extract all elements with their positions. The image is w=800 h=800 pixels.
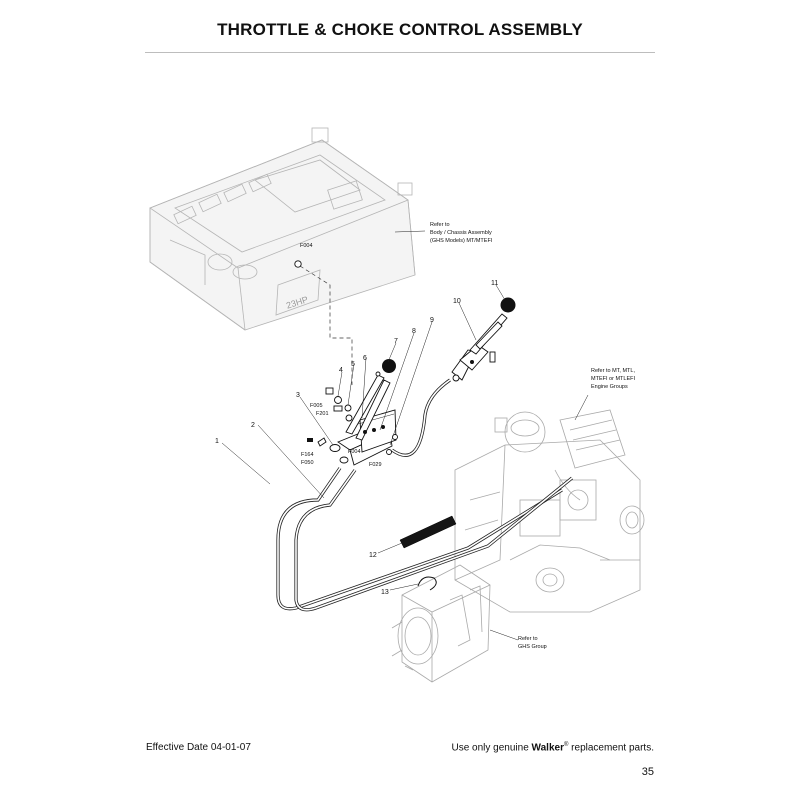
callout-f004-mid: F004 <box>348 449 361 455</box>
choke-knob <box>382 359 396 373</box>
body-chassis-ghost <box>149 127 416 331</box>
effective-date: Effective Date 04-01-07 <box>146 742 251 753</box>
note-body-line-2: Body / Chassis Assembly <box>430 230 492 236</box>
callout-labels: 1 2 3 4 5 6 7 8 9 10 11 12 13 F004 F005 … <box>215 243 498 596</box>
throttle-knob <box>500 297 516 313</box>
note-ghs-line-1: Refer to <box>518 636 538 642</box>
callout-10: 10 <box>453 298 461 305</box>
callout-13: 13 <box>381 589 389 596</box>
cable-sleeve <box>399 515 457 549</box>
reference-notes: Refer to Body / Chassis Assembly (GHS Mo… <box>430 222 635 650</box>
note-engine-line-2: MTEFI or MTLEFI <box>591 376 635 382</box>
callout-12: 12 <box>369 552 377 559</box>
callout-3: 3 <box>296 392 300 399</box>
callout-f029: F029 <box>369 462 382 468</box>
engine-ghost <box>454 409 645 613</box>
callout-f004-top: F004 <box>300 243 313 249</box>
callout-6: 6 <box>363 355 367 362</box>
f004-bolt-top <box>294 260 302 268</box>
note-engine-line-3: Engine Groups <box>591 384 628 390</box>
callout-5: 5 <box>351 361 355 368</box>
callout-f005: F005 <box>310 403 323 409</box>
callout-9: 9 <box>430 317 434 324</box>
note-body-line-1: Refer to <box>430 222 450 228</box>
footer-suffix: replacement parts. <box>571 742 654 754</box>
dashed-leader <box>299 265 353 385</box>
callout-f050: F050 <box>301 460 314 466</box>
page-title: THROTTLE & CHOKE CONTROL ASSEMBLY <box>217 20 583 39</box>
hardware-stack <box>307 387 353 464</box>
note-engine-line-1: Refer to MT, MTL, <box>591 368 635 374</box>
callout-7: 7 <box>394 338 398 345</box>
callout-f201: F201 <box>316 411 329 417</box>
control-cables <box>276 378 574 612</box>
callout-1: 1 <box>215 438 219 445</box>
callout-11: 11 <box>491 280 498 287</box>
footer-notice: Use only genuine Walker® replacement par… <box>451 742 654 753</box>
leader-lines <box>221 230 589 641</box>
title-divider <box>145 52 655 53</box>
footer-reg: ® <box>563 742 569 748</box>
footer-brand: Walker <box>531 742 564 754</box>
callout-4: 4 <box>339 367 343 374</box>
note-body-line-3: (GHS Models) MT/MTEFI <box>430 238 493 244</box>
note-ghs-line-2: GHS Group <box>518 644 547 650</box>
footer-prefix: Use only genuine <box>451 742 529 754</box>
ghs-housing-ghost <box>391 564 491 683</box>
cable-clip <box>417 576 437 591</box>
callout-f164: F164 <box>301 452 314 458</box>
callout-2: 2 <box>251 422 255 429</box>
throttle-lever-assembly <box>451 297 516 382</box>
control-bracket-assembly <box>337 359 398 466</box>
page-number: 35 <box>641 766 654 778</box>
callout-8: 8 <box>412 328 416 335</box>
